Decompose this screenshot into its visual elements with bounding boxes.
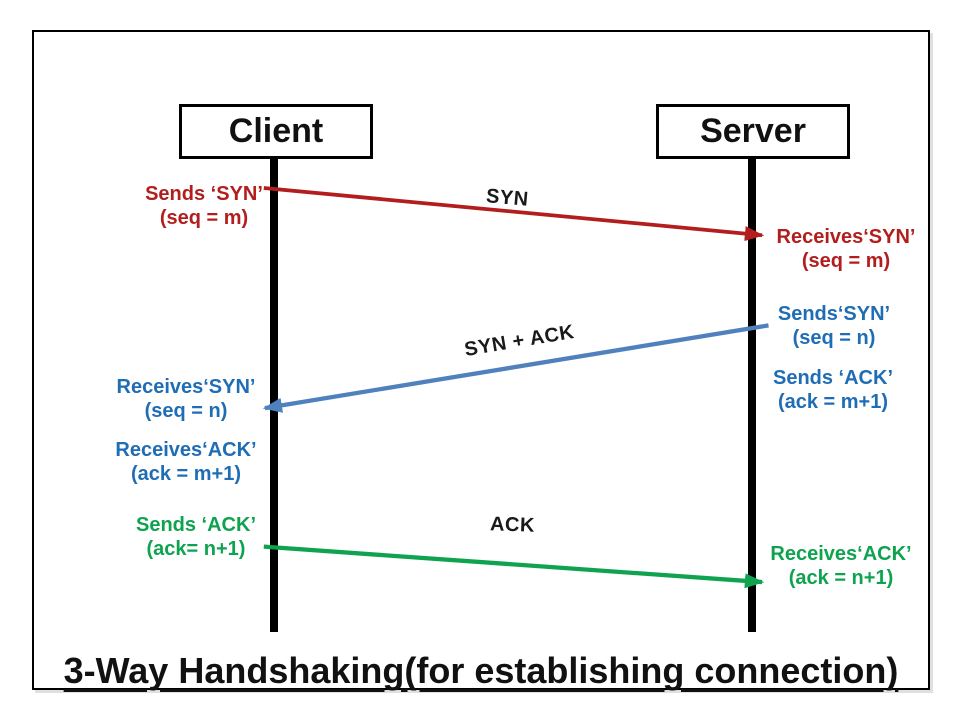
note-line: (seq = m) bbox=[159, 207, 249, 229]
note-client-sends-syn: Sends ‘SYN’ (seq = m) bbox=[104, 182, 304, 230]
note-line: Sends ‘SYN’ bbox=[145, 183, 263, 205]
note-line: (ack = m+1) bbox=[130, 463, 242, 485]
note-server-sends-ack: Sends ‘ACK’ (ack = m+1) bbox=[733, 366, 933, 414]
client-actor-box: Client bbox=[179, 104, 373, 159]
ack-arrow-label: ACK bbox=[489, 513, 536, 537]
note-line: Receives‘ACK’ bbox=[115, 439, 257, 461]
note-line: (ack= n+1) bbox=[146, 538, 246, 560]
note-line: Receives‘SYN’ bbox=[116, 376, 256, 398]
note-line: (ack = n+1) bbox=[788, 567, 894, 589]
server-actor-box: Server bbox=[656, 104, 850, 159]
note-line: Sends ‘ACK’ bbox=[135, 514, 257, 536]
client-actor-label: Client bbox=[228, 112, 324, 150]
note-client-receives-ack: Receives‘ACK’ (ack = m+1) bbox=[86, 438, 286, 486]
ack-arrow bbox=[263, 544, 765, 589]
note-client-receives-syn: Receives‘SYN’ (seq = n) bbox=[86, 375, 286, 423]
syn-arrow-label: SYN bbox=[485, 185, 530, 211]
note-line: (seq = n) bbox=[792, 327, 876, 349]
slide-title: 3-Way Handshaking(for establishing conne… bbox=[34, 650, 928, 692]
note-line: (seq = m) bbox=[801, 250, 891, 272]
syn-ack-arrow-label: SYN + ACK bbox=[462, 320, 576, 362]
slide-frame: Client Server S bbox=[32, 30, 933, 692]
note-server-receives-syn: Receives‘SYN’ (seq = m) bbox=[746, 225, 946, 273]
note-line: Receives‘SYN’ bbox=[776, 226, 916, 248]
note-line: Sends‘SYN’ bbox=[777, 303, 891, 325]
note-line: (seq = n) bbox=[144, 400, 228, 422]
note-server-sends-syn: Sends‘SYN’ (seq = n) bbox=[734, 302, 934, 350]
note-line: Receives‘ACK’ bbox=[770, 543, 912, 565]
note-server-receives-ack: Receives‘ACK’ (ack = n+1) bbox=[741, 542, 941, 590]
server-actor-label: Server bbox=[700, 112, 806, 150]
note-line: (ack = m+1) bbox=[777, 391, 889, 413]
note-client-sends-ack: Sends ‘ACK’ (ack= n+1) bbox=[96, 513, 296, 561]
note-line: Sends ‘ACK’ bbox=[772, 367, 894, 389]
slide-title-text: 3-Way Handshaking(for establishing conne… bbox=[63, 650, 899, 691]
